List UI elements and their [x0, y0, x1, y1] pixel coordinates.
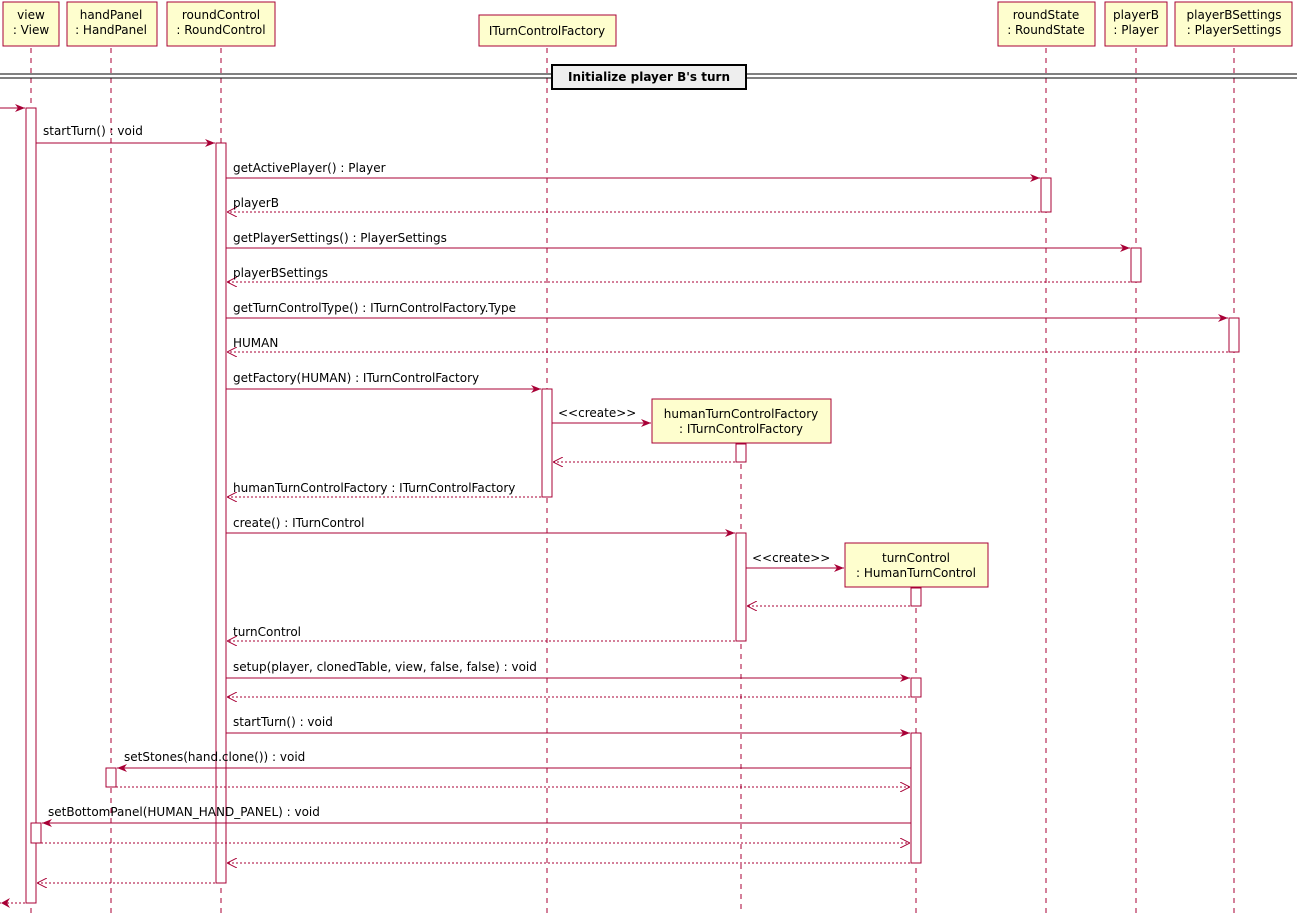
participant-name: handPanel	[80, 8, 143, 22]
message-label: <<create>>	[752, 551, 830, 565]
activation-handPanel	[105, 767, 117, 788]
activation-playerB	[1130, 247, 1142, 283]
participant-type: : RoundControl	[176, 23, 265, 37]
activation-turnControl-startTurn	[910, 732, 922, 864]
participant-type: : RoundState	[1007, 23, 1085, 37]
message-label: turnControl	[233, 625, 301, 639]
message-label: startTurn() : void	[233, 715, 333, 729]
participant-box	[66, 1, 158, 47]
activation-humanFactory-created	[735, 443, 747, 463]
message-label: create() : ITurnControl	[233, 516, 364, 530]
participant-name: view	[17, 8, 45, 22]
participant-box	[478, 14, 617, 47]
message-label: getTurnControlType() : ITurnControlFacto…	[233, 301, 516, 315]
participant-box	[166, 1, 276, 47]
message-label: playerBSettings	[233, 266, 328, 280]
participant-playerBSettings: playerBSettings : PlayerSettings	[1174, 1, 1293, 47]
activation-turnControl-setup	[910, 677, 922, 698]
participant-name: playerBSettings	[1187, 8, 1282, 22]
message-label: humanTurnControlFactory : ITurnControlFa…	[233, 481, 515, 495]
participant-name: ITurnControlFactory	[489, 24, 605, 38]
participant-name: roundControl	[182, 8, 260, 22]
messages: startTurn() : void getActivePlayer() : P…	[0, 104, 1228, 908]
participant-box	[2, 1, 60, 47]
participant-type: : View	[13, 23, 50, 37]
participant-box	[1104, 1, 1168, 47]
participant-type: : Player	[1113, 23, 1158, 37]
participant-factory: ITurnControlFactory	[478, 14, 617, 47]
participant-name: humanTurnControlFactory	[664, 407, 819, 421]
participant-humanFactory: humanTurnControlFactory : ITurnControlFa…	[651, 398, 832, 444]
participant-box	[651, 398, 832, 444]
participant-type: : PlayerSettings	[1187, 23, 1281, 37]
participant-box	[997, 1, 1096, 47]
activation-view	[25, 107, 37, 904]
participant-handPanel: handPanel : HandPanel	[66, 1, 158, 47]
message-label: HUMAN	[233, 336, 278, 350]
participant-name: turnControl	[882, 551, 950, 565]
message-label: getFactory(HUMAN) : ITurnControlFactory	[233, 371, 479, 385]
participant-turnControl: turnControl : HumanTurnControl	[844, 542, 989, 588]
return-arrowhead	[1, 898, 10, 908]
message-label: getPlayerSettings() : PlayerSettings	[233, 231, 447, 245]
participant-name: playerB	[1113, 8, 1159, 22]
message-label: <<create>>	[558, 406, 636, 420]
partition-separator: Initialize player B's turn	[0, 64, 1297, 90]
partition-title-box	[551, 64, 747, 90]
activation-factory	[541, 388, 553, 498]
activation-roundState	[1040, 177, 1052, 213]
participant-type: : HumanTurnControl	[856, 566, 976, 580]
participant-box	[844, 542, 989, 588]
participant-name: roundState	[1013, 8, 1080, 22]
activation-roundControl	[215, 142, 227, 884]
message-label: setStones(hand.clone()) : void	[124, 750, 305, 764]
activation-humanFactory	[735, 532, 747, 642]
message-label: getActivePlayer() : Player	[233, 161, 386, 175]
activations	[25, 107, 1240, 904]
participant-box	[1174, 1, 1293, 47]
activation-playerBSettings	[1228, 317, 1240, 353]
message-label: playerB	[233, 196, 279, 210]
participants: view : View handPanel : HandPanel roundC…	[2, 1, 1293, 588]
participant-roundControl: roundControl : RoundControl	[166, 1, 276, 47]
participant-playerB: playerB : Player	[1104, 1, 1168, 47]
message-label: startTurn() : void	[43, 124, 143, 138]
activation-view-nested	[30, 822, 42, 844]
participant-roundState: roundState : RoundState	[997, 1, 1096, 47]
participant-type: : ITurnControlFactory	[679, 422, 803, 436]
partition-title: Initialize player B's turn	[568, 70, 730, 84]
participant-type: : HandPanel	[75, 23, 147, 37]
participant-view: view : View	[2, 1, 60, 47]
message-label: setup(player, clonedTable, view, false, …	[233, 660, 537, 674]
message-label: setBottomPanel(HUMAN_HAND_PANEL) : void	[48, 805, 320, 819]
activation-turnControl-created	[910, 587, 922, 607]
